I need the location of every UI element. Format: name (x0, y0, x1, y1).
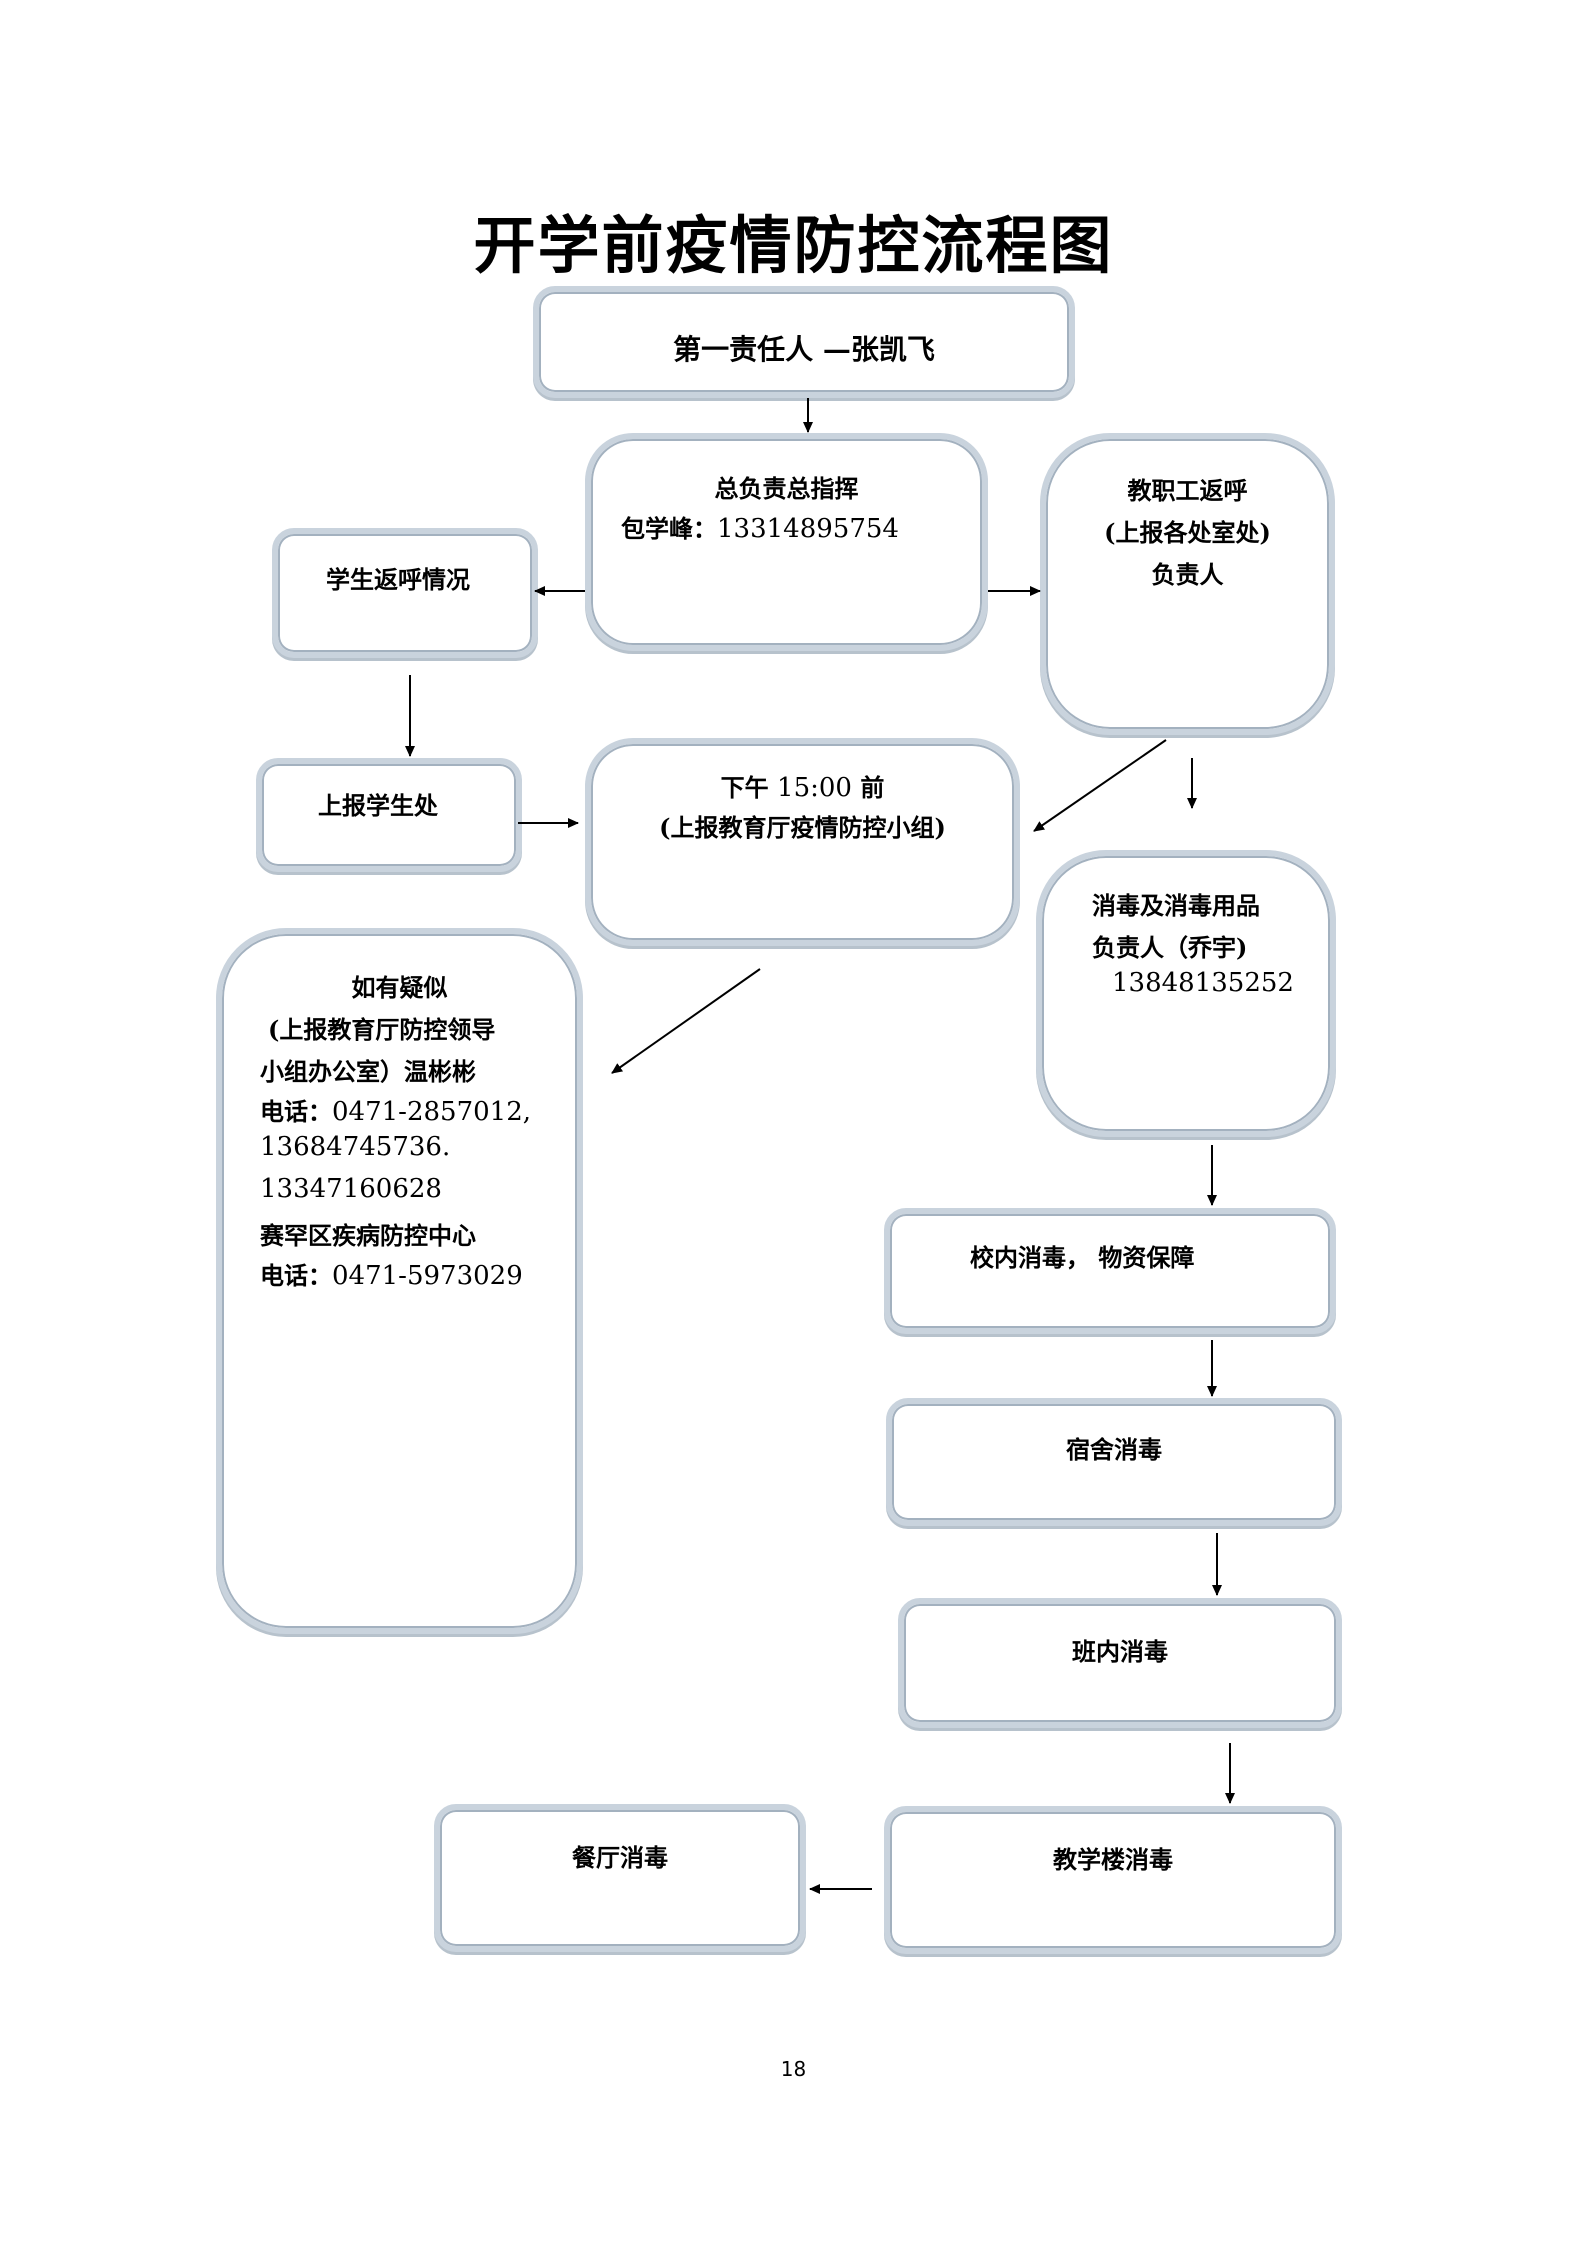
staff-return-title: 教职工返呼 (1127, 476, 1248, 505)
building-disinfect-label: 教学楼消毒 (1053, 1845, 1173, 1874)
commander-contact: 包学峰：13314895754 (621, 509, 899, 544)
node-campus-disinfect: 校内消毒， 物资保障 (884, 1208, 1336, 1334)
dorm-disinfect-label: 宿舍消毒 (1066, 1435, 1162, 1464)
page-number: 18 (780, 2057, 807, 2081)
node-dorm-disinfect: 宿舍消毒 (886, 1398, 1342, 1526)
before-1500-clock: 15:00 (777, 773, 852, 803)
commander-phone: 13314895754 (717, 514, 899, 544)
commander-name: 包学峰： (621, 514, 717, 543)
suspected-phone-4: 电话：0471-5973029 (260, 1256, 523, 1291)
node-first-responsible: 第一责任人 —张凯飞 (533, 286, 1075, 398)
node-building-disinfect: 教学楼消毒 (884, 1806, 1342, 1954)
suspected-report: (上报教育厅防控领导 (268, 1015, 496, 1044)
suspected-office: 小组办公室）温彬彬 (260, 1057, 476, 1086)
suspected-phone-2: 13684745736. (260, 1132, 451, 1162)
disinfect-supplies-title: 消毒及消毒用品 (1092, 891, 1260, 920)
node-canteen-disinfect: 餐厅消毒 (434, 1804, 806, 1952)
suspected-phone-4-number: 0471-5973029 (332, 1261, 523, 1291)
node-before-1500: 下午 15:00 前 (上报教育厅疫情防控小组) (585, 738, 1020, 946)
node-commander: 总负责总指挥 包学峰：13314895754 (585, 433, 988, 651)
suspected-phone-1-number: 0471-2857012, (332, 1097, 532, 1127)
before-1500-report: (上报教育厅疫情防控小组) (659, 813, 946, 842)
report-student-label: 上报学生处 (318, 791, 438, 820)
before-1500-prefix: 下午 (720, 773, 769, 802)
staff-return-report: (上报各处室处) (1104, 518, 1271, 547)
disinfect-supplies-owner: 负责人（乔宇) (1092, 933, 1248, 962)
commander-title: 总负责总指挥 (714, 474, 859, 503)
node-staff-return: 教职工返呼 (上报各处室处) 负责人 (1040, 433, 1335, 735)
suspected-phone-1: 电话：0471-2857012, (260, 1092, 531, 1127)
suspected-phone-1-label: 电话： (260, 1097, 332, 1126)
page-title: 开学前疫情防控流程图 (473, 209, 1114, 282)
canteen-disinfect-label: 餐厅消毒 (572, 1843, 668, 1872)
node-suspected: 如有疑似 (上报教育厅防控领导 小组办公室）温彬彬 电话：0471-285701… (216, 928, 583, 1634)
suspected-cdc: 赛罕区疾病防控中心 (260, 1221, 476, 1250)
staff-return-owner: 负责人 (1151, 560, 1224, 589)
disinfect-supplies-phone: 13848135252 (1112, 968, 1294, 998)
campus-disinfect-label: 校内消毒， 物资保障 (970, 1243, 1195, 1272)
student-return-label: 学生返呼情况 (326, 565, 470, 594)
before-1500-suffix: 前 (860, 773, 885, 802)
node-class-disinfect: 班内消毒 (898, 1598, 1342, 1728)
suspected-phone-3: 13347160628 (260, 1174, 442, 1204)
suspected-phone-4-label: 电话： (260, 1261, 332, 1290)
before-1500-time: 下午 15:00 前 (591, 768, 1014, 803)
suspected-title: 如有疑似 (351, 973, 448, 1002)
arrow-staff-to-1500 (1033, 739, 1167, 832)
node-report-student: 上报学生处 (256, 758, 522, 872)
node-disinfect-supplies: 消毒及消毒用品 负责人（乔宇) 13848135252 (1036, 850, 1336, 1137)
arrow-1500-to-suspected (611, 968, 761, 1074)
first-responsible-label: 第一责任人 —张凯飞 (673, 333, 935, 366)
node-student-return: 学生返呼情况 (272, 528, 538, 658)
class-disinfect-label: 班内消毒 (1072, 1637, 1168, 1666)
